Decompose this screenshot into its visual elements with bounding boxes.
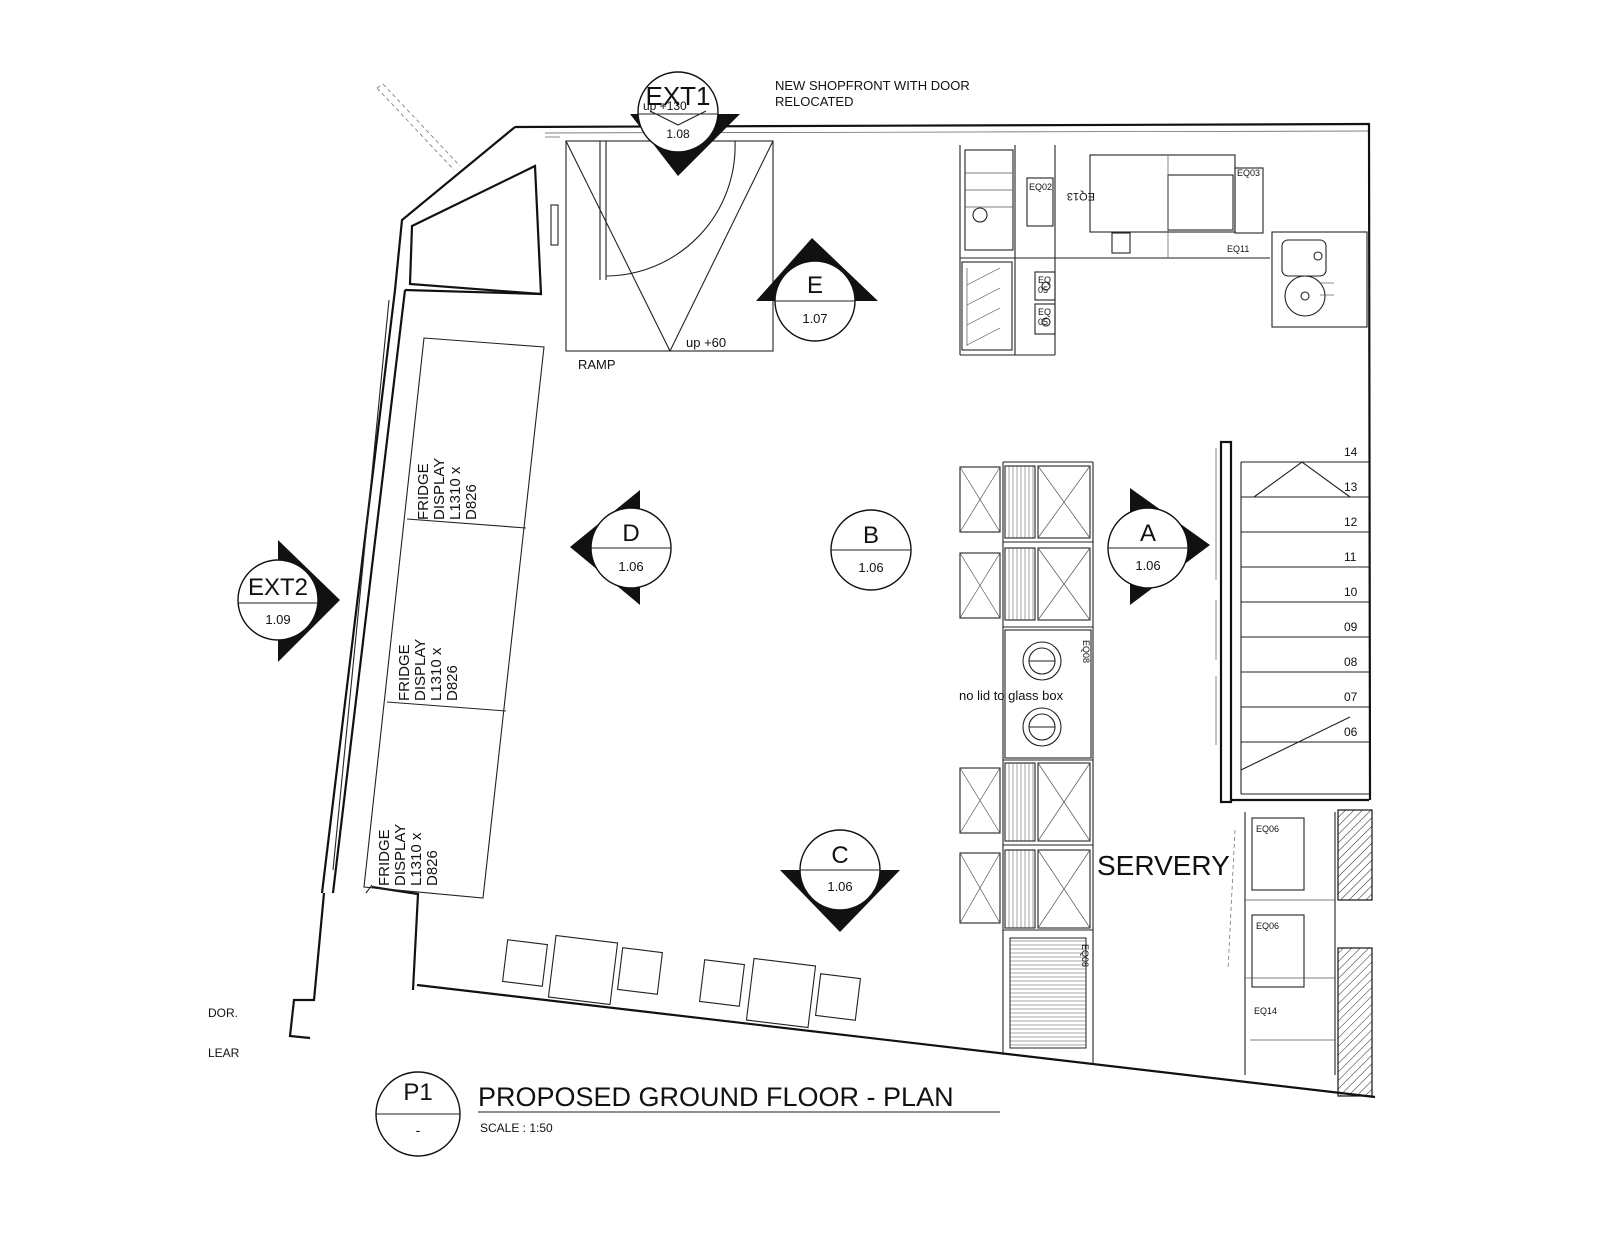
stair-step-09: 09 xyxy=(1344,620,1358,634)
drawing-title: PROPOSED GROUND FLOOR - PLAN xyxy=(478,1082,954,1112)
marker-b-ref: 1.06 xyxy=(858,560,883,575)
marker-ext2-label: EXT2 xyxy=(248,574,308,601)
equipment-label-eq05-a-num: 05 xyxy=(1038,285,1048,295)
marker-d-ref: 1.06 xyxy=(618,559,643,574)
marker-e: E 1.07 xyxy=(756,238,878,342)
marker-b: B 1.06 xyxy=(830,509,912,591)
stair-step-10: 10 xyxy=(1344,585,1358,599)
fridge-3-line-4: D826 xyxy=(424,850,441,886)
marker-a: A 1.06 xyxy=(1107,488,1210,605)
equipment-label-eq14: EQ14 xyxy=(1254,1006,1277,1016)
kitchen-equipment: EQ02 EQ13 EQ03 EQ11 EQ 05 EQ 05 xyxy=(959,145,1368,356)
marker-c-ref: 1.06 xyxy=(827,879,852,894)
glass-box-note: no lid to glass box xyxy=(959,688,1064,703)
fridge-display-label-1: FRIDGE DISPLAY L1310 x D826 xyxy=(415,458,480,520)
marker-ext1-ref: 1.08 xyxy=(666,127,690,141)
marker-ext2-ref: 1.09 xyxy=(265,612,290,627)
ramp-level-label: up +60 xyxy=(686,335,726,350)
fridge-1-line-2: DISPLAY xyxy=(431,458,448,520)
marker-c: C 1.06 xyxy=(780,829,900,932)
marker-ext1: EXT1 1.08 up +130 xyxy=(630,71,740,176)
marker-b-label: B xyxy=(863,522,879,549)
cut-off-note-2: LEAR xyxy=(208,1046,240,1060)
servery-counter: EQ08 no lid to glass box EQ08 SERVERY xyxy=(959,461,1230,1065)
fridge-2-line-2: DISPLAY xyxy=(412,639,429,701)
equipment-label-eq13: EQ13 xyxy=(1067,190,1095,202)
door-level-label: up +130 xyxy=(643,99,687,113)
shopfront-note-line-2: RELOCATED xyxy=(775,94,854,109)
outer-walls xyxy=(288,83,1376,1099)
equipment-label-eq08: EQ08 xyxy=(1081,640,1091,663)
equipment-label-eq08-lower: EQ08 xyxy=(1080,944,1090,967)
stair-step-11: 11 xyxy=(1344,550,1357,564)
servery-label: SERVERY xyxy=(1097,850,1230,881)
equipment-label-eq11: EQ11 xyxy=(1227,244,1249,254)
stair-step-12: 12 xyxy=(1344,515,1358,529)
fridge-1-line-3: L1310 x xyxy=(447,466,464,520)
marker-a-ref: 1.06 xyxy=(1135,558,1160,573)
fridge-1-line-1: FRIDGE xyxy=(415,463,432,520)
fridge-3-line-1: FRIDGE xyxy=(376,829,393,886)
fridge-display-label-2: FRIDGE DISPLAY L1310 x D826 xyxy=(396,639,461,701)
marker-ext2: EXT2 1.09 xyxy=(237,540,340,662)
tables xyxy=(501,934,862,1029)
equipment-label-eq05-b-num: 05 xyxy=(1038,317,1048,327)
fridge-3-line-2: DISPLAY xyxy=(392,824,409,886)
fridge-1-line-4: D826 xyxy=(463,484,480,520)
stair-step-06: 06 xyxy=(1344,725,1358,739)
equipment-label-eq06-a: EQ06 xyxy=(1256,824,1279,834)
stair: 14 13 12 11 10 09 08 07 06 xyxy=(1215,440,1369,804)
drawing-scale: SCALE : 1:50 xyxy=(480,1121,553,1135)
shopfront-note-line-1: NEW SHOPFRONT WITH DOOR xyxy=(775,78,970,93)
equipment-label-eq05-b: EQ xyxy=(1038,307,1051,317)
marker-e-label: E xyxy=(807,272,823,299)
title-block: P1 - PROPOSED GROUND FLOOR - PLAN SCALE … xyxy=(375,1071,1000,1157)
equipment-label-eq02: EQ02 xyxy=(1029,182,1052,192)
marker-a-label: A xyxy=(1140,520,1156,547)
equipment-label-eq05-a: EQ xyxy=(1038,275,1051,285)
marker-d: D 1.06 xyxy=(570,490,672,605)
fridge-2-line-1: FRIDGE xyxy=(396,644,413,701)
stair-step-13: 13 xyxy=(1344,480,1358,494)
ramp-label: RAMP xyxy=(578,357,616,372)
stair-step-08: 08 xyxy=(1344,655,1358,669)
fridge-3-line-3: L1310 x xyxy=(408,832,425,886)
marker-c-label: C xyxy=(831,842,848,869)
fridge-2-line-3: L1310 x xyxy=(428,647,445,701)
stair-step-14: 14 xyxy=(1344,445,1358,459)
fridge-displays xyxy=(363,337,545,899)
cut-off-note-1: DOR. xyxy=(208,1006,238,1020)
back-of-house: EQ06 EQ06 EQ14 xyxy=(1227,809,1373,1097)
drawing-ref: P1 xyxy=(403,1079,432,1106)
fridge-display-label-3: FRIDGE DISPLAY L1310 x D826 xyxy=(376,824,441,886)
fridge-2-line-4: D826 xyxy=(444,665,461,701)
marker-e-ref: 1.07 xyxy=(802,311,827,326)
marker-ext1-label: EXT1 xyxy=(645,81,710,111)
equipment-label-eq06-b: EQ06 xyxy=(1256,921,1279,931)
entry-ramp: RAMP up +60 xyxy=(565,140,774,372)
equipment-label-eq03: EQ03 xyxy=(1237,168,1260,178)
stair-step-07: 07 xyxy=(1344,690,1358,704)
marker-d-label: D xyxy=(622,520,639,547)
sheet-ref: - xyxy=(416,1122,421,1138)
